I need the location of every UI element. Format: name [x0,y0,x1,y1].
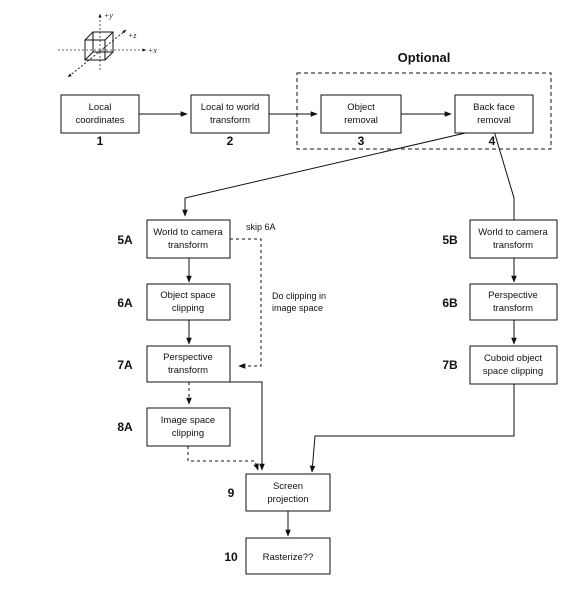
node-cosc-line2: space clipping [483,366,543,377]
step-number-5b: 5B [442,233,458,247]
edges [139,111,517,537]
node-osc-line1: Object space [160,290,215,301]
node-rast-line1: Rasterize?? [263,552,314,563]
node-isc-box [146,407,231,447]
axis-label-z: +z [128,31,137,40]
edge-5a-7a-skip [230,238,262,369]
step-number-7b: 7B [442,358,458,372]
step-number-4: 4 [489,134,496,148]
node-sp-line1: Screen [273,481,303,492]
coordinate-axes-icon [58,13,147,78]
note-skip-6a: skip 6A [246,222,276,232]
node-bfrem-line2: removal [477,115,511,126]
step-number-6a: 6A [117,296,133,310]
step-number-8a: 8A [117,420,133,434]
node-ptA-box [146,345,231,383]
step-number-3: 3 [358,134,365,148]
node-objrem-box [320,94,402,134]
node-ptB-line1: Perspective [488,290,538,301]
node-local-line2: coordinates [75,115,124,126]
step-number-2: 2 [227,134,234,148]
node-l2w-line1: Local to world [201,102,260,113]
node-boxes [60,94,558,575]
node-ptA-line1: Perspective [163,352,213,363]
node-bfrem-box [454,94,534,134]
node-l2w-box [190,94,270,134]
axis-label-y: +y [104,11,113,20]
step-number-6b: 6B [442,296,458,310]
node-w2cB-box [469,219,558,259]
node-objrem-line1: Object [347,102,375,113]
edge-4-5a [182,130,475,217]
edge-8a-9 [187,446,259,471]
optional-label: Optional [398,50,451,65]
node-cosc-line1: Cuboid object [484,353,542,364]
node-objrem-line2: removal [344,115,378,126]
step-number-9: 9 [228,486,235,500]
node-w2cB-line2: transform [493,240,533,251]
node-sp-line2: projection [267,494,308,505]
node-local-box [60,94,140,134]
note-clip-line2: image space [272,303,323,313]
node-cosc-box [469,345,558,385]
step-number-7a: 7A [117,358,133,372]
node-osc-box [146,283,231,321]
step-number-5a: 5A [117,233,133,247]
node-ptB-box [469,283,558,321]
axis-label-x: +x [148,46,157,55]
step-number-1: 1 [97,134,104,148]
step-number-10: 10 [224,550,238,564]
node-w2cA-box [146,219,231,259]
node-l2w-line2: transform [210,115,250,126]
note-clip-line1: Do clipping in [272,291,326,301]
node-w2cA-line2: transform [168,240,208,251]
node-local-line1: Local [89,102,112,113]
edge-4-5b [493,130,517,227]
node-rast-box [245,537,331,575]
node-isc-line1: Image space [161,415,215,426]
node-sp-box [245,473,331,512]
optional-region [296,72,552,150]
node-ptB-line2: transform [493,303,533,314]
node-isc-line2: clipping [172,428,204,439]
node-bfrem-line1: Back face [473,102,515,113]
node-ptA-line2: transform [168,365,208,376]
node-w2cA-line1: World to camera [153,227,223,238]
edge-7b-9 [309,384,515,473]
node-w2cB-line1: World to camera [478,227,548,238]
node-osc-line2: clipping [172,303,204,314]
